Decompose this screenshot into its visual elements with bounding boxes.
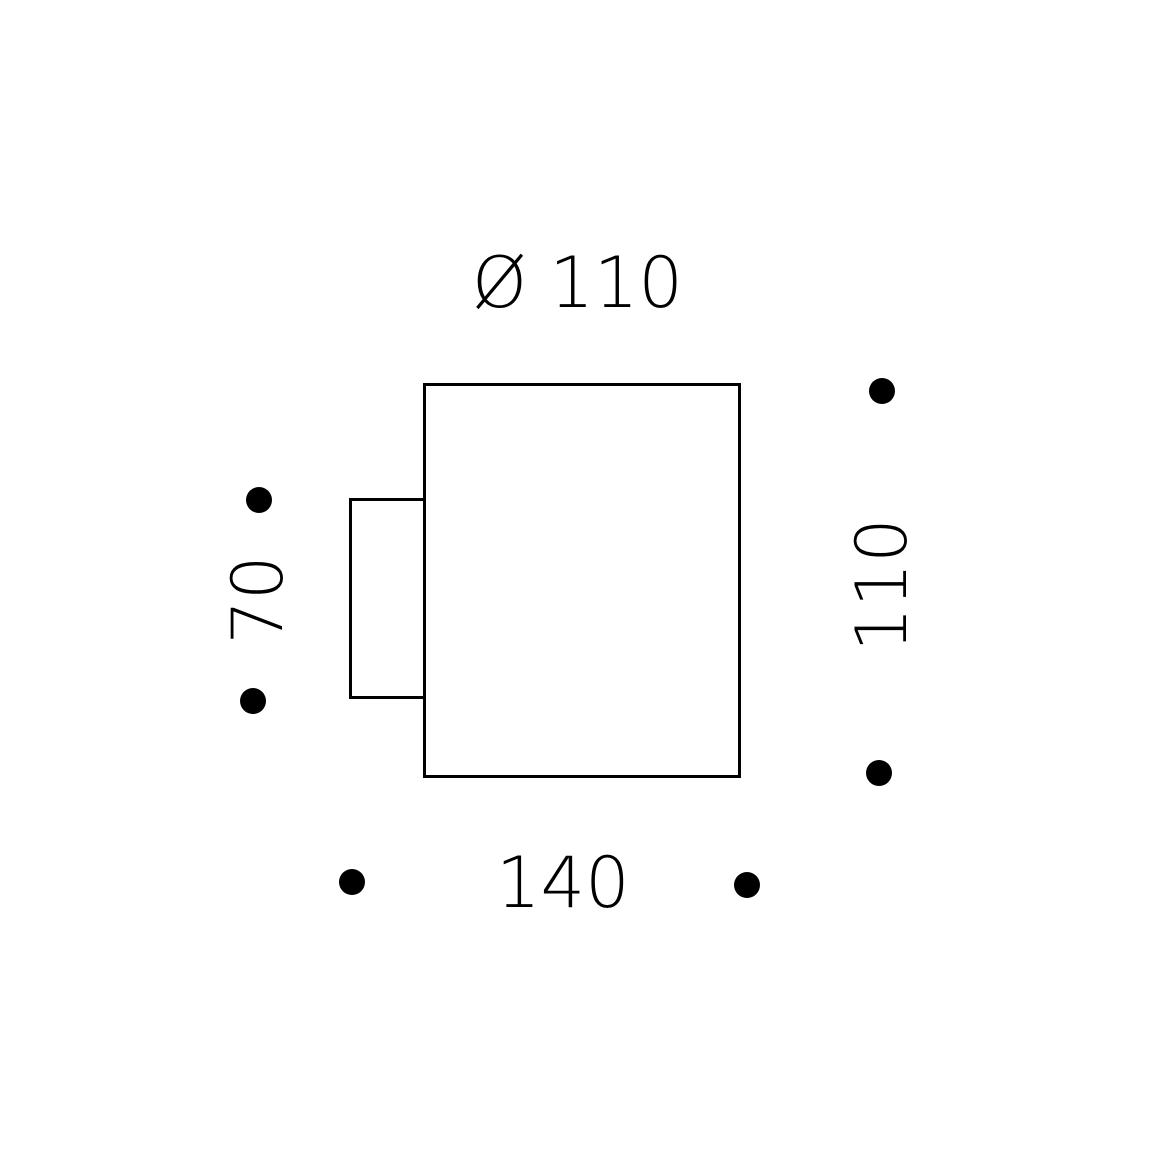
diameter-label: Ø 110	[472, 242, 683, 324]
lamp-body	[423, 383, 741, 778]
dimension-dot	[734, 872, 760, 898]
dimension-dot	[339, 869, 365, 895]
depth-label: 140	[496, 842, 630, 924]
dimension-dot	[866, 760, 892, 786]
dimension-dot	[246, 487, 272, 513]
height-label: 110	[841, 518, 923, 652]
wall-mount-base	[349, 498, 426, 699]
dimension-dot	[240, 688, 266, 714]
dimension-dot	[869, 378, 895, 404]
base-height-label: 70	[217, 555, 299, 645]
